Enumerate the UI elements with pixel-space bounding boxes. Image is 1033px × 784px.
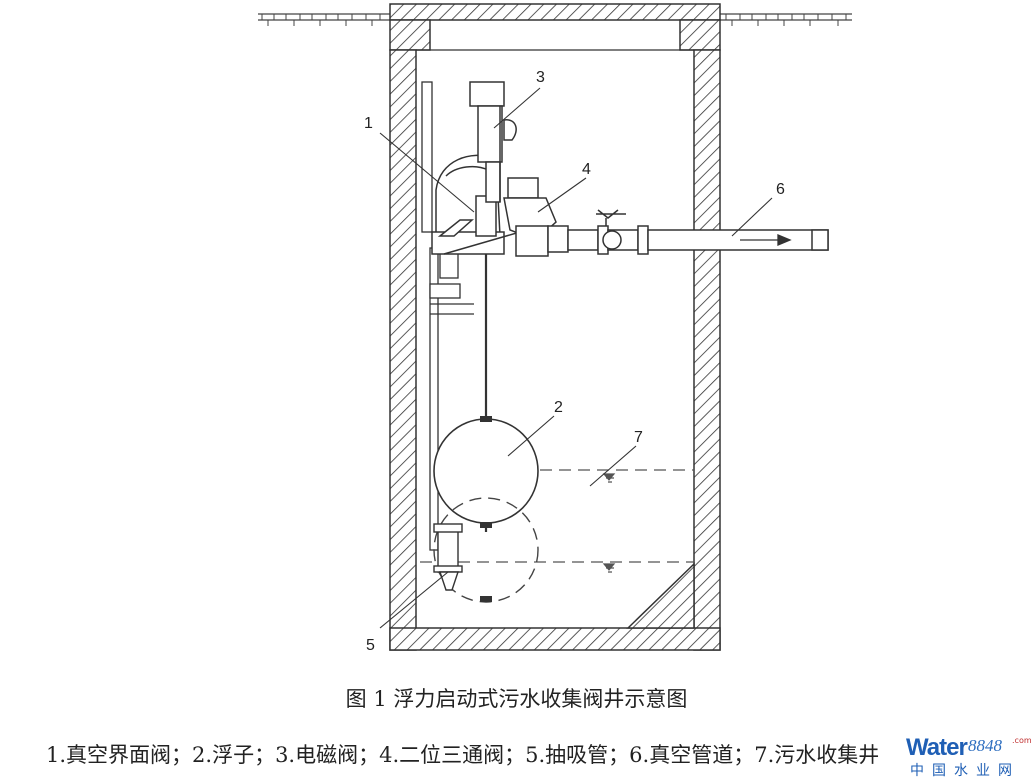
floor-haunch <box>626 562 695 629</box>
label-1: 1 <box>364 115 373 132</box>
figure-caption: 图 1 浮力启动式污水收集阀井示意图 <box>345 687 688 711</box>
label-2: 2 <box>554 399 563 416</box>
watermark-com: .com <box>1012 736 1032 745</box>
watermark-number: 8848 <box>968 736 1002 755</box>
well-floor <box>389 627 721 651</box>
figure-legend: 1.真空界面阀；2.浮子；3.电磁阀；4.二位三通阀；5.抽吸管；6.真空管道；… <box>46 743 880 767</box>
label-7: 7 <box>634 429 643 446</box>
label-3: 3 <box>536 69 545 86</box>
solenoid-valve <box>469 81 517 203</box>
label-4: 4 <box>582 161 591 178</box>
watermark-logo: Water 8848 .com 中国水业网 <box>904 734 1032 782</box>
leader-lines <box>379 87 773 629</box>
suction-pipe <box>433 523 463 591</box>
ground-surface <box>258 13 852 26</box>
label-6: 6 <box>776 181 785 198</box>
valve-well-diagram: 1 3 4 6 2 7 5 <box>258 3 852 654</box>
flow-arrow <box>740 234 792 246</box>
label-5: 5 <box>366 637 375 654</box>
water-levels <box>420 469 694 573</box>
watermark-main: Water <box>906 734 968 761</box>
well-structure <box>389 3 721 651</box>
vacuum-pipe <box>547 209 829 255</box>
well-left-wall <box>389 49 417 651</box>
well-right-wall <box>693 49 721 651</box>
float-ball <box>433 418 539 524</box>
well-cover-frame <box>389 3 721 21</box>
guide-rail <box>421 81 474 551</box>
watermark-subtitle: 中国水业网 <box>910 763 1020 779</box>
